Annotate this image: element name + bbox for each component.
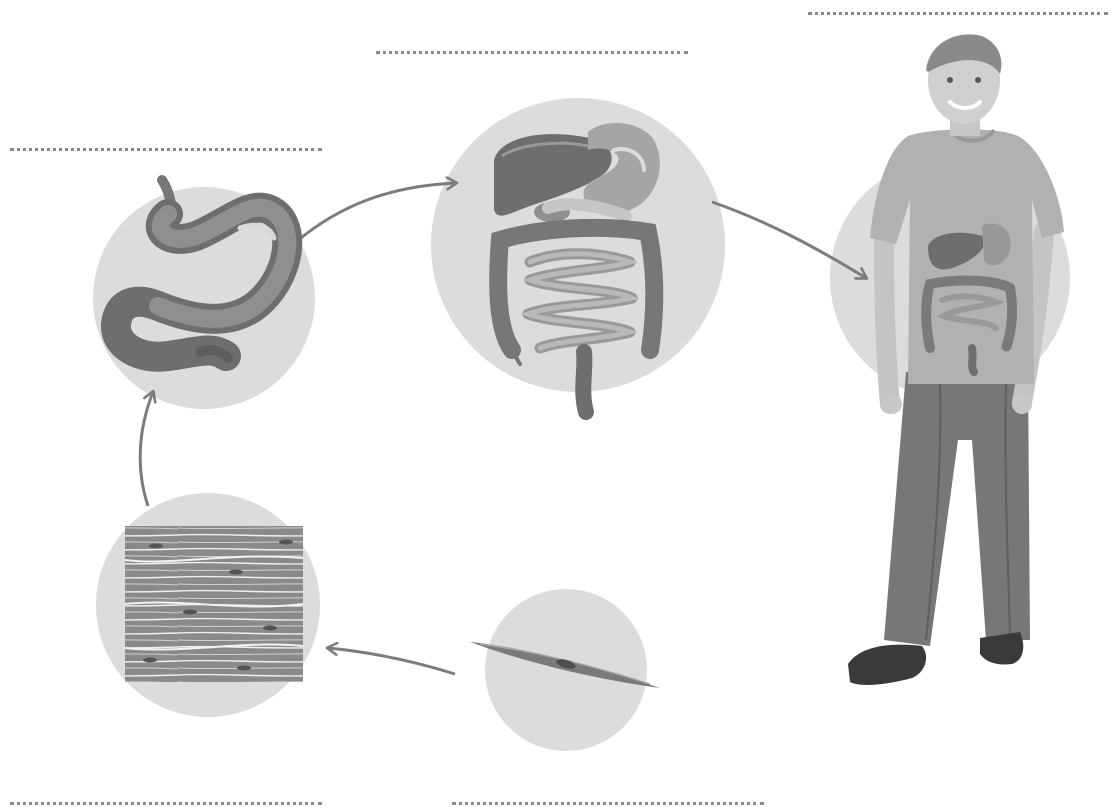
arrow-cell-to-tissue bbox=[328, 648, 455, 674]
arrow-tissue-to-organ bbox=[140, 392, 153, 506]
muscle-tissue-icon bbox=[125, 526, 303, 682]
boy-organism-icon bbox=[848, 34, 1064, 685]
